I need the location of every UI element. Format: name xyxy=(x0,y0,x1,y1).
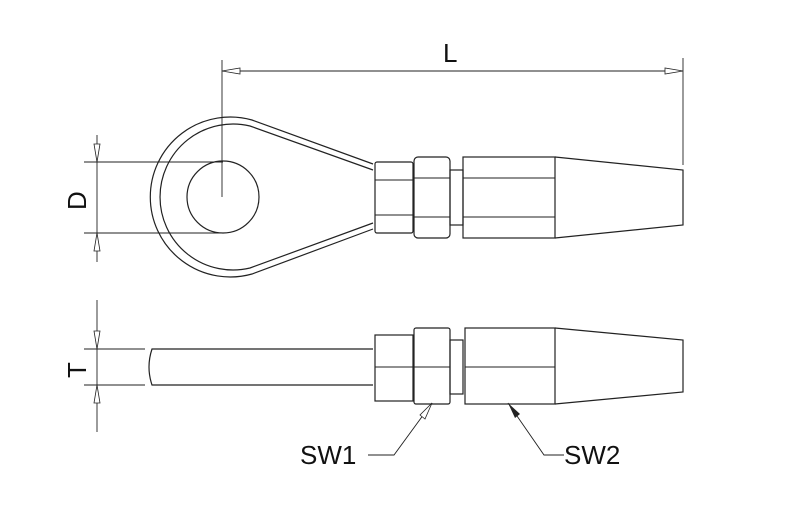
callout-sw2: SW2 xyxy=(507,402,620,470)
dimension-thickness: T xyxy=(62,300,145,432)
label-sw1: SW1 xyxy=(300,440,356,470)
eye-hole xyxy=(186,160,260,234)
nut-1 xyxy=(374,161,414,234)
label-diameter: D xyxy=(62,191,92,210)
eye-loop-inner xyxy=(159,123,374,271)
taper-sleeve-side xyxy=(554,327,684,405)
dimension-length: L xyxy=(221,38,684,197)
nut-2-side xyxy=(413,327,451,405)
label-sw2: SW2 xyxy=(564,440,620,470)
callout-sw1: SW1 xyxy=(300,402,433,470)
label-thickness: T xyxy=(62,362,92,378)
side-view xyxy=(148,327,684,405)
rod xyxy=(148,348,373,386)
body-hex-side xyxy=(464,327,556,405)
spacer xyxy=(449,169,464,226)
nut-1-side xyxy=(374,334,414,402)
eye-loop-outer xyxy=(149,116,374,278)
body-hex xyxy=(462,156,556,239)
taper-sleeve xyxy=(554,156,684,239)
dimension-diameter: D xyxy=(62,135,223,262)
top-view xyxy=(149,116,684,278)
spacer-side xyxy=(449,339,464,395)
nut-2 xyxy=(413,156,451,239)
label-length: L xyxy=(443,38,457,68)
